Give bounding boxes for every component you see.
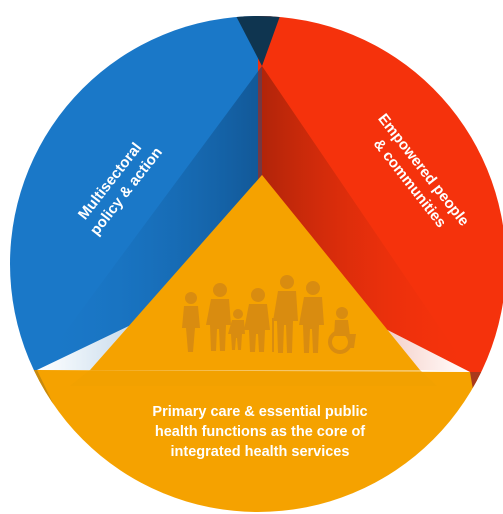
right-inner-shade: [262, 66, 470, 372]
triangle-shelf: [70, 370, 437, 386]
top-wedge: [236, 16, 280, 66]
bottom-segment-label: Primary care & essential public health f…: [100, 402, 420, 462]
bottom-label-line2: health functions as the core of: [154, 424, 366, 440]
people-group-icon: [182, 275, 356, 354]
bottom-label-line3: integrated health services: [170, 444, 350, 460]
left-inner-shade: [37, 66, 262, 370]
right-dark-edge: [470, 372, 503, 420]
bottom-label-line1: Primary care & essential public: [152, 404, 368, 420]
